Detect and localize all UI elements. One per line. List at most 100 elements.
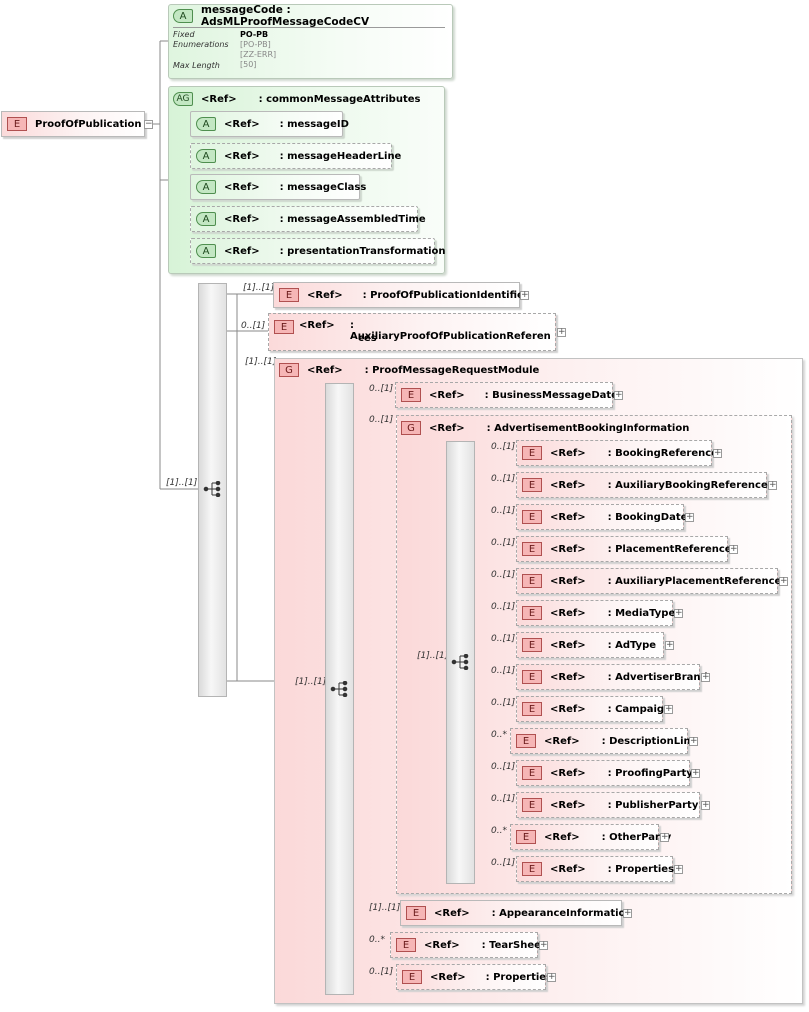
- cardinality: 0..[1]: [491, 698, 516, 708]
- booking-element-row[interactable]: E<Ref>: AuxiliaryPlacementReferences: [516, 568, 787, 594]
- element-badge: E: [522, 510, 542, 524]
- booking-element-row[interactable]: E<Ref>: Properties: [516, 856, 675, 882]
- attribute-message-assembled-time[interactable]: A <Ref> : messageAssembledTime: [190, 206, 426, 232]
- attribute-badge: A: [196, 149, 216, 163]
- ref-label: <Ref>: [550, 479, 586, 491]
- ref-label: <Ref>: [224, 213, 260, 225]
- element-badge: E: [516, 734, 536, 748]
- expand-icon[interactable]: +: [539, 940, 548, 950]
- cardinality: 0..[1]: [491, 474, 516, 484]
- ref-label: <Ref>: [299, 320, 335, 331]
- ref-label: <Ref>: [424, 939, 460, 951]
- ref-label: <Ref>: [550, 511, 586, 523]
- attribute-name: : messageClass: [279, 181, 367, 193]
- element-name: : Campaign: [607, 703, 672, 715]
- group-name: : AdvertisementBookingInformation: [486, 422, 690, 434]
- cardinality: [1]..[1]: [295, 677, 327, 687]
- expand-icon[interactable]: +: [674, 608, 683, 618]
- element-badge: E: [396, 938, 416, 952]
- expand-icon[interactable]: +: [729, 544, 738, 554]
- element-badge: E: [406, 906, 426, 920]
- element-name: : AuxiliaryPlacementReferences: [607, 575, 788, 587]
- booking-element-row[interactable]: E<Ref>: MediaType: [516, 600, 675, 626]
- element-name: : PlacementReference: [607, 543, 732, 555]
- expand-icon[interactable]: +: [779, 576, 788, 586]
- element-badge: E: [522, 478, 542, 492]
- message-code-attribute[interactable]: A messageCode : AdsMLProofMessageCodeCV …: [168, 4, 453, 79]
- ref-label: <Ref>: [224, 150, 260, 162]
- expand-icon[interactable]: +: [557, 327, 566, 337]
- ref-label: <Ref>: [550, 703, 586, 715]
- ref-label: <Ref>: [550, 799, 586, 811]
- element-badge: E: [522, 862, 542, 876]
- attribute-group-badge: AG: [173, 92, 193, 106]
- enumerations-label: Enumerations: [173, 40, 229, 49]
- expand-icon[interactable]: +: [701, 800, 710, 810]
- collapse-icon[interactable]: −: [144, 119, 153, 129]
- cardinality: 0..[1]: [491, 442, 516, 452]
- expand-icon[interactable]: +: [660, 832, 669, 842]
- group-badge: G: [279, 363, 299, 377]
- cardinality: [1]..[1]: [166, 478, 198, 488]
- attribute-presentation-transformation[interactable]: A <Ref> : presentationTransformation: [190, 238, 446, 264]
- expand-icon[interactable]: +: [713, 448, 722, 458]
- root-element-proof-of-publication[interactable]: E ProofOfPublication: [1, 111, 145, 137]
- cardinality: 0..[1]: [369, 384, 394, 394]
- sequence-icon: [203, 481, 221, 497]
- element-badge: E: [522, 542, 542, 556]
- element-name: : Properties: [607, 863, 675, 875]
- booking-element-row[interactable]: E<Ref>: AuxiliaryBookingReferences: [516, 472, 774, 498]
- group-header: G <Ref> : AdvertisementBookingInformatio…: [401, 420, 689, 436]
- booking-element-row[interactable]: E<Ref>: Campaign: [516, 696, 671, 722]
- expand-icon[interactable]: +: [768, 480, 777, 490]
- booking-element-row[interactable]: E<Ref>: PublisherParty: [516, 792, 700, 818]
- ref-label: <Ref>: [550, 767, 586, 779]
- element-properties[interactable]: E <Ref> : Properties: [396, 964, 552, 990]
- expand-icon[interactable]: +: [623, 908, 632, 918]
- element-auxiliary-proof-of-publication-references[interactable]: E <Ref> : AuxiliaryProofOfPublicationRef…: [268, 313, 556, 351]
- expand-icon[interactable]: +: [689, 736, 698, 746]
- attribute-group-header: AG <Ref> : commonMessageAttributes: [173, 91, 420, 107]
- expand-icon[interactable]: +: [664, 704, 673, 714]
- attribute-message-class[interactable]: A <Ref> : messageClass: [190, 174, 366, 200]
- booking-element-row[interactable]: E<Ref>: AdType: [516, 632, 664, 658]
- expand-icon[interactable]: +: [701, 672, 710, 682]
- ref-label: <Ref>: [550, 607, 586, 619]
- cardinality: 0..[1]: [491, 794, 516, 804]
- booking-element-row[interactable]: E<Ref>: ProofingParty: [516, 760, 693, 786]
- attribute-name: : presentationTransformation: [279, 245, 446, 257]
- element-badge: E: [522, 446, 542, 460]
- expand-icon[interactable]: +: [674, 864, 683, 874]
- element-appearance-information[interactable]: E <Ref> : AppearanceInformation: [400, 900, 633, 926]
- expand-icon[interactable]: +: [685, 512, 694, 522]
- cardinality: [1]..[1]: [243, 283, 275, 293]
- booking-element-row[interactable]: E<Ref>: DescriptionLine: [510, 728, 697, 754]
- cardinality: 0..[1]: [491, 538, 516, 548]
- attribute-message-header-line[interactable]: A <Ref> : messageHeaderLine: [190, 143, 401, 169]
- max-length-label: Max Length: [173, 61, 220, 70]
- element-name: : OtherParty: [601, 831, 672, 843]
- attribute-badge: A: [196, 180, 216, 194]
- expand-icon[interactable]: +: [547, 972, 556, 982]
- element-badge: E: [274, 320, 294, 334]
- attribute-badge: A: [173, 9, 193, 23]
- booking-element-row[interactable]: E<Ref>: BookingReference: [516, 440, 718, 466]
- sequence-icon: [330, 681, 348, 697]
- booking-element-row[interactable]: E<Ref>: BookingDate: [516, 504, 687, 530]
- expand-icon[interactable]: +: [614, 390, 623, 400]
- element-tear-sheet[interactable]: E <Ref> : TearSheet: [390, 932, 546, 958]
- cardinality: 0..[1]: [491, 666, 516, 676]
- ref-label: <Ref>: [550, 671, 586, 683]
- booking-element-row[interactable]: E<Ref>: OtherParty: [510, 824, 671, 850]
- expand-icon[interactable]: +: [665, 640, 674, 650]
- expand-icon[interactable]: +: [520, 290, 529, 300]
- element-badge: E: [402, 970, 422, 984]
- expand-icon[interactable]: +: [691, 768, 700, 778]
- element-business-message-date[interactable]: E <Ref> : BusinessMessageDate: [395, 382, 618, 408]
- element-proof-of-publication-identifier[interactable]: E <Ref> : ProofOfPublicationIdentifier: [273, 282, 529, 308]
- attribute-name: : messageAssembledTime: [279, 213, 426, 225]
- booking-element-row[interactable]: E<Ref>: PlacementReference: [516, 536, 732, 562]
- attribute-message-id[interactable]: A <Ref> : messageID: [190, 111, 349, 137]
- ref-label: <Ref>: [544, 831, 580, 843]
- booking-element-row[interactable]: E<Ref>: AdvertiserBrand: [516, 664, 708, 690]
